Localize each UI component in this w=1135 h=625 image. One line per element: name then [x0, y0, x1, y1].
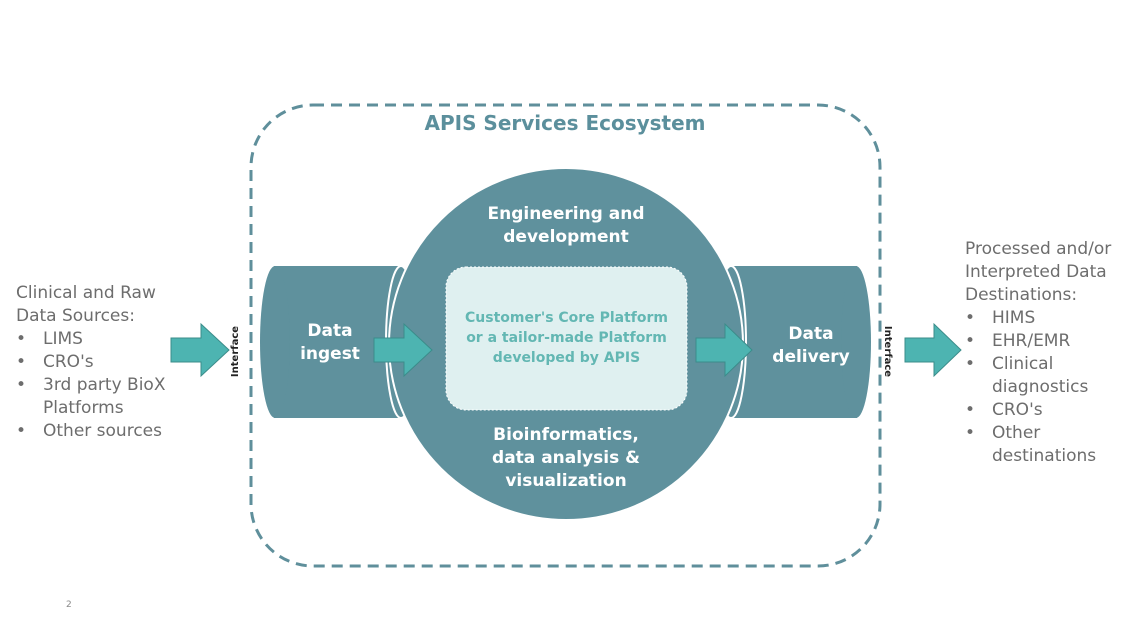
core-platform-label: Customer's Core Platform or a tailor-mad…: [465, 310, 668, 366]
list-item: LIMS: [16, 328, 165, 351]
ecosystem-title: APIS Services Ecosystem: [424, 111, 706, 135]
bioinformatics-label: Bioinformatics, data analysis & visualiz…: [492, 425, 640, 491]
destinations-title-line3: Destinations:: [965, 285, 1078, 305]
core-platform-box: [445, 266, 688, 411]
data-destinations-panel: Processed and/or Interpreted Data Destin…: [965, 238, 1111, 468]
list-item: CRO's: [965, 399, 1111, 422]
list-item: CRO's: [16, 351, 165, 374]
page-number: 2: [66, 600, 72, 610]
list-item: Other sources: [16, 420, 165, 443]
data-sources-panel: Clinical and Raw Data Sources: LIMS CRO'…: [16, 282, 165, 443]
interface-label-left: Interface: [230, 325, 242, 378]
data-ingest-label: Data ingest: [300, 321, 360, 364]
arrow-core-to-delivery: [695, 322, 753, 378]
engineering-label: Engineering and development: [487, 204, 645, 247]
list-item: HIMS: [965, 307, 1111, 330]
arrow-ingest-to-core: [373, 322, 433, 378]
list-item: EHR/EMR: [965, 330, 1111, 353]
ecosystem-boundary: [249, 103, 882, 568]
arrow-sources-in: [170, 322, 230, 378]
data-delivery-label: Data delivery: [772, 324, 850, 367]
interface-label-right: Interface: [882, 325, 894, 378]
destinations-title-line2: Interpreted Data: [965, 262, 1107, 282]
sources-title-line1: Clinical and Raw: [16, 283, 156, 303]
arrow-destinations-out: [904, 322, 962, 378]
sources-title-line2: Data Sources:: [16, 306, 135, 326]
destinations-title-line1: Processed and/or: [965, 239, 1112, 259]
